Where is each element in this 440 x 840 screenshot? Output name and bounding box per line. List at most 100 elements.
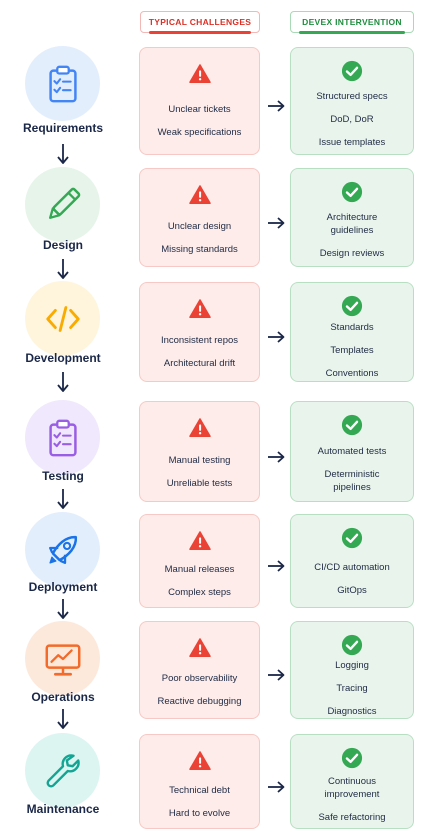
warning-icon — [188, 184, 211, 206]
clipboard-checklist-icon — [48, 65, 77, 102]
intervention-item: Standards — [330, 321, 373, 334]
intervention-item: Tracing — [336, 682, 367, 695]
intervention-item: Issue templates — [319, 136, 386, 149]
intervention-text: Templates — [330, 344, 374, 356]
check-circle-icon — [341, 527, 363, 549]
intervention-text: improvement — [324, 789, 380, 800]
right-arrow-icon — [267, 668, 285, 682]
intervention-text: Diagnostics — [327, 705, 377, 717]
challenge-item: Unclear design — [168, 220, 231, 233]
challenge-text: Weak specifications — [157, 127, 242, 138]
intervention-header: DEVEX INTERVENTION — [290, 11, 414, 34]
challenges-header: TYPICAL CHALLENGES — [140, 11, 260, 34]
intervention-text: pipelines — [333, 482, 371, 493]
monitor-chart-icon — [45, 643, 80, 676]
challenge-text: Architectural drift — [163, 358, 236, 369]
intervention-text: Logging — [335, 659, 369, 671]
stage-icon-maintenance — [25, 733, 100, 808]
intervention-text: DoD, DoR — [330, 113, 374, 125]
challenge-item: Unclear tickets — [168, 103, 230, 116]
intervention-text: Conventions — [325, 367, 379, 379]
stage-label-design: Design — [42, 238, 83, 252]
right-arrow-icon — [267, 780, 285, 794]
warning-icon — [188, 298, 211, 320]
down-arrow-icon — [56, 371, 70, 398]
right-arrow-icon — [267, 450, 285, 464]
challenge-item: Inconsistent repos — [161, 334, 238, 347]
challenge-item: Manual testing — [169, 454, 231, 467]
rocket-icon — [48, 535, 77, 564]
warning-icon — [188, 637, 211, 659]
check-circle-icon — [341, 295, 363, 317]
intervention-text: Structured specs — [316, 90, 388, 102]
intervention-item: Design reviews — [320, 247, 384, 260]
challenge-text: Unreliable tests — [166, 477, 233, 489]
stage-label-maintenance: Maintenance — [26, 802, 100, 816]
challenge-text: Inconsistent repos — [160, 335, 239, 346]
warning-icon — [188, 63, 211, 85]
challenge-item: Architectural drift — [164, 357, 235, 370]
challenge-text: Unclear tickets — [168, 104, 231, 115]
challenge-text: Hard to evolve — [168, 807, 231, 819]
check-circle-icon — [341, 60, 363, 82]
challenge-item: Weak specifications — [158, 126, 242, 139]
intervention-text: Safe refactoring — [318, 812, 386, 823]
intervention-text: Architecture — [326, 212, 378, 223]
intervention-item: Structured specs — [316, 90, 387, 103]
challenge-text: Manual releases — [164, 564, 235, 575]
challenge-text: Reactive debugging — [157, 696, 242, 707]
intervention-text: Issue templates — [318, 136, 386, 148]
intervention-text: GitOps — [337, 585, 367, 596]
stage-label-development: Development — [25, 351, 101, 365]
down-arrow-icon — [56, 708, 70, 735]
intervention-text: Tracing — [336, 682, 368, 694]
wrench-icon — [46, 753, 80, 787]
stage-label-testing: Testing — [42, 469, 84, 483]
stage-icon-testing — [25, 400, 100, 475]
stage-label-deployment: Deployment — [28, 580, 98, 594]
challenge-item: Technical debt — [169, 784, 230, 797]
right-arrow-icon — [267, 330, 285, 344]
check-circle-icon — [341, 634, 363, 656]
down-arrow-icon — [56, 143, 70, 170]
stage-icon-requirements — [25, 46, 100, 121]
right-arrow-icon — [267, 559, 285, 573]
intervention-item: Safe refactoring — [318, 811, 385, 824]
intervention-item: Conventions — [326, 367, 379, 380]
intervention-text: guidelines — [330, 225, 374, 236]
challenge-item: Missing standards — [161, 243, 238, 256]
stage-icon-development — [25, 281, 100, 356]
challenge-text: Poor observability — [161, 673, 238, 684]
challenge-item: Complex steps — [168, 586, 231, 599]
challenge-text: Complex steps — [168, 587, 231, 598]
intervention-item: CI/CD automation — [314, 561, 390, 574]
challenge-item: Hard to evolve — [169, 807, 230, 820]
intervention-text: Standards — [330, 321, 374, 333]
intervention-text: CI/CD automation — [314, 562, 390, 573]
clipboard-checklist-icon — [48, 419, 77, 456]
intervention-text: Design reviews — [319, 248, 385, 259]
right-arrow-icon — [267, 99, 285, 113]
intervention-item: GitOps — [337, 584, 367, 597]
challenge-text: Unclear design — [167, 220, 232, 232]
challenge-item: Unreliable tests — [167, 477, 232, 490]
pencil-icon — [48, 187, 80, 219]
stage-icon-operations — [25, 621, 100, 696]
